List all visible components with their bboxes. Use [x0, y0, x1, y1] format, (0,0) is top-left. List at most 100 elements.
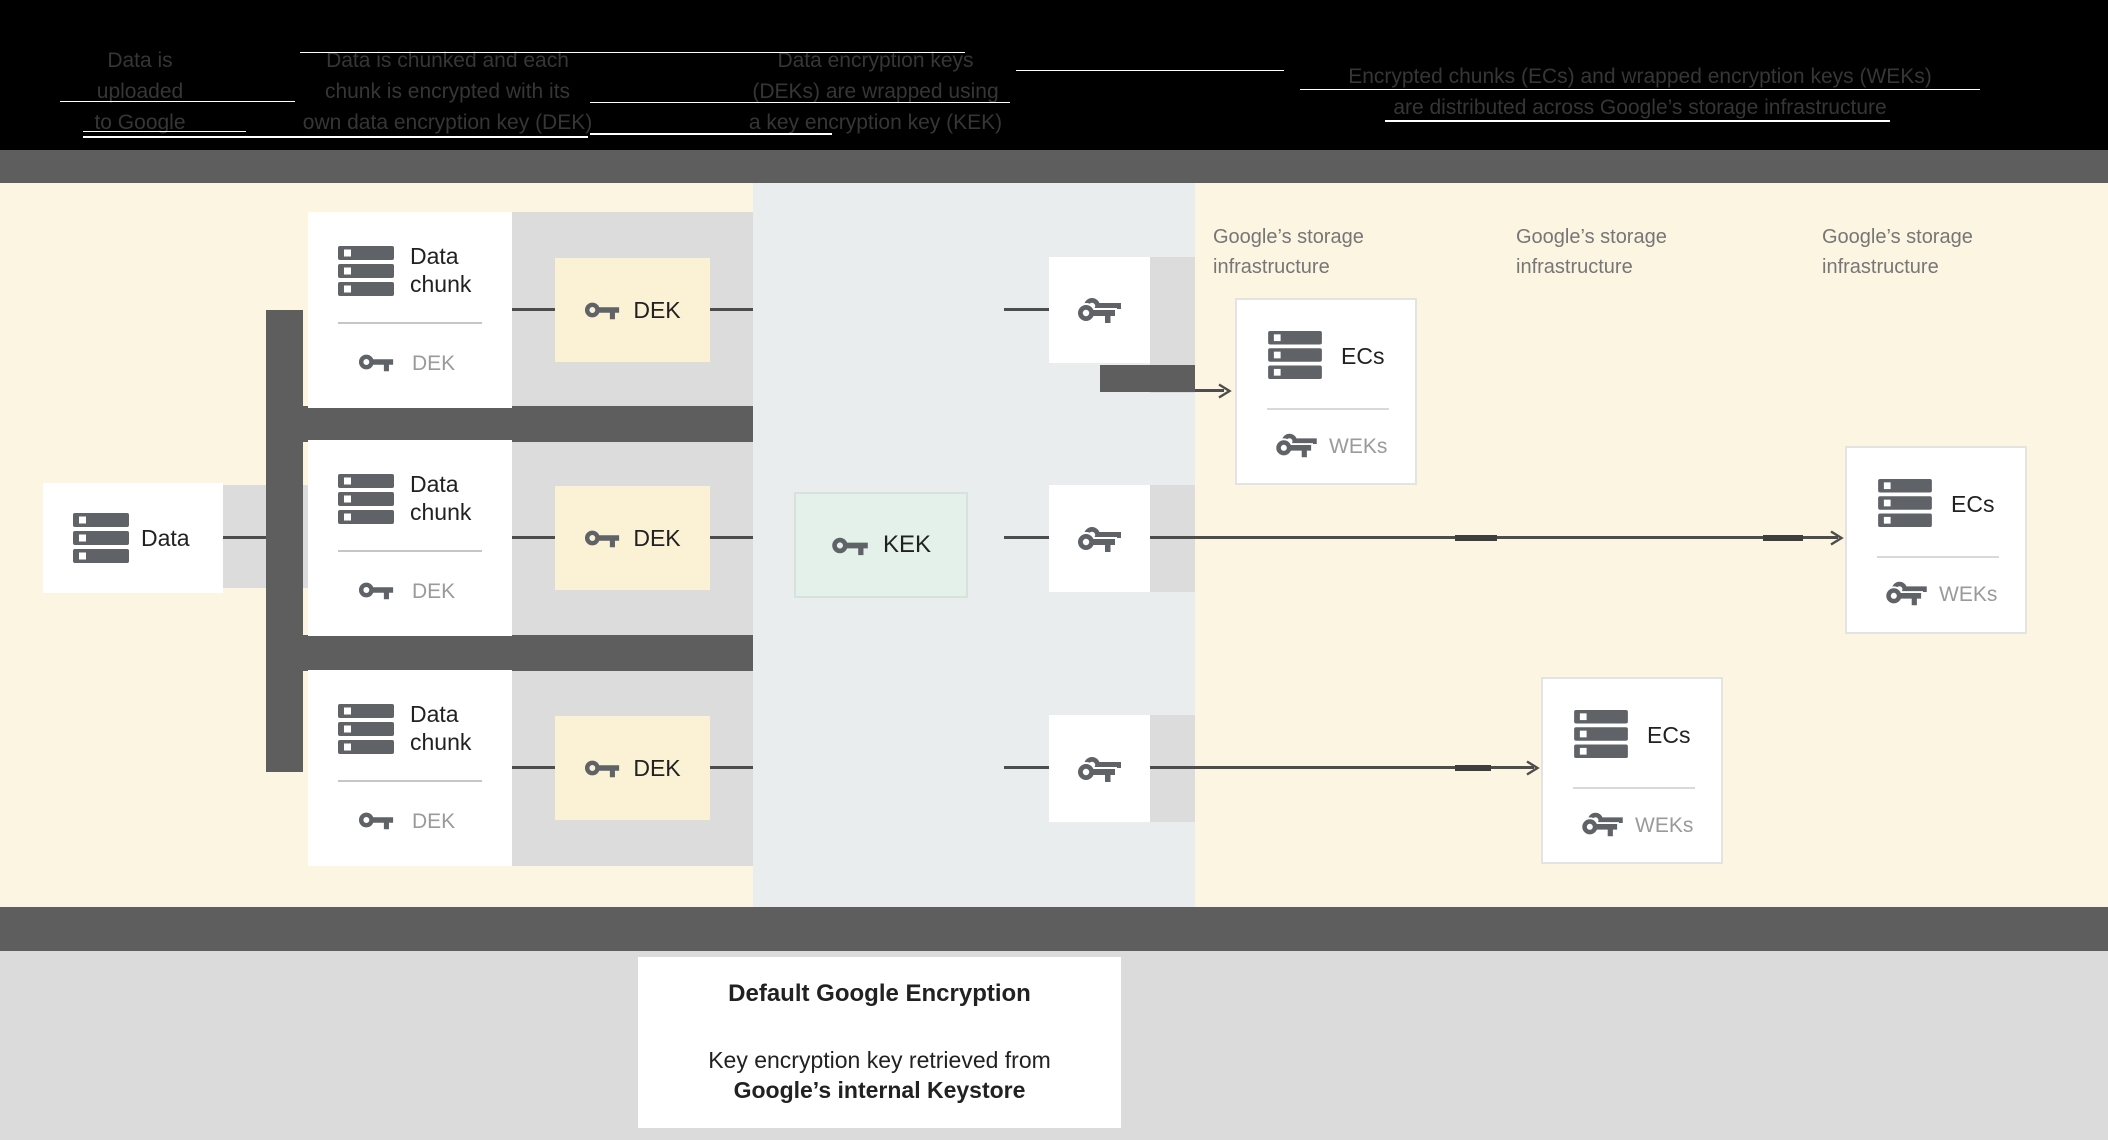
header-step-1-line: to Google	[94, 111, 186, 134]
connector-line	[512, 536, 555, 539]
header-step-4-line: Encrypted chunks (ECs) and wrapped encry…	[1348, 65, 1932, 88]
connector-line	[512, 766, 555, 769]
double-key-icon	[1077, 752, 1123, 786]
caption-line2: Google’s internal Keystore	[733, 1077, 1026, 1103]
wrapped-key-card	[1049, 485, 1150, 592]
data-stack-icon	[1573, 710, 1629, 758]
ec-card-title: ECs	[1647, 722, 1691, 748]
wrapped-key-card	[1049, 715, 1150, 822]
key-icon	[584, 526, 621, 550]
connector-line	[1004, 536, 1049, 539]
data-chunk-title-line: chunk	[410, 271, 472, 297]
key-icon	[584, 298, 621, 322]
dek-box: DEK	[555, 486, 710, 590]
double-key-icon	[1885, 577, 1929, 609]
arrow-dash	[1455, 765, 1491, 771]
header-step-2-line: chunk is encrypted with its	[324, 80, 571, 103]
storage-label-line: infrastructure	[1822, 256, 1939, 278]
connector-line	[710, 536, 753, 539]
data-chunk-card: Data chunk DEK	[308, 212, 512, 408]
storage-label-line: infrastructure	[1213, 256, 1330, 278]
ec-card-title: ECs	[1341, 343, 1385, 369]
header-step-3-line: Data encryption keys	[777, 49, 974, 72]
divider	[338, 322, 482, 324]
storage-infrastructure-label: Google’s storage infrastructure	[1516, 222, 1667, 282]
key-icon	[358, 578, 395, 602]
dek-label: DEK	[412, 352, 456, 375]
storage-label-line: Google’s storage	[1822, 226, 1973, 248]
header-step-1: Data is uploaded to Google	[55, 45, 225, 138]
header-artifact-line	[300, 136, 588, 138]
storage-label-line: Google’s storage	[1213, 226, 1364, 248]
ec-card-title: ECs	[1951, 491, 1995, 517]
connector-line	[223, 536, 266, 539]
data-stack-icon	[338, 704, 394, 754]
caption-line1: Key encryption key retrieved from	[708, 1047, 1051, 1073]
connector-line	[1004, 766, 1049, 769]
header-artifact-line	[83, 136, 373, 138]
header-step-2-line: own data encryption key (DEK)	[302, 111, 593, 134]
header-step-1-line: Data is	[107, 49, 173, 72]
data-stack-icon	[1267, 331, 1323, 379]
divider	[1877, 556, 1999, 558]
header-artifact-line	[590, 102, 1010, 103]
double-key-icon	[1275, 429, 1319, 461]
data-stack-icon	[1877, 479, 1933, 527]
top-divider-bar	[0, 150, 2108, 183]
weks-label: WEKs	[1329, 435, 1388, 458]
weks-label: WEKs	[1635, 814, 1694, 837]
ec-card: ECs WEKs	[1235, 298, 1417, 485]
dek-label: DEK	[412, 580, 456, 603]
caption-box: Default Google Encryption Key encryption…	[638, 957, 1121, 1128]
weks-label: WEKs	[1939, 583, 1998, 606]
arrow-line	[1195, 389, 1224, 392]
header-step-2: Data is chunked and each chunk is encryp…	[295, 45, 600, 138]
key-icon	[358, 350, 395, 374]
trunk-bar	[266, 310, 303, 772]
arrow-dash	[1763, 535, 1803, 541]
connector-line	[1004, 308, 1049, 311]
header-artifact-line	[60, 101, 295, 102]
packet-connector	[1100, 365, 1195, 392]
ec-card: ECs WEKs	[1541, 677, 1723, 864]
data-chunk-card: Data chunk DEK	[308, 440, 512, 636]
data-chunk-title: Data chunk	[410, 242, 471, 298]
key-icon	[584, 756, 621, 780]
horizontal-pipe	[266, 406, 753, 442]
divider	[1573, 787, 1695, 789]
header-step-3-line: a key encryption key (KEK)	[748, 111, 1003, 134]
header-step-2-line: Data is chunked and each	[326, 49, 569, 72]
storage-infrastructure-label: Google’s storage infrastructure	[1822, 222, 1973, 282]
wrapped-key-card	[1049, 257, 1150, 363]
key-icon	[358, 808, 395, 832]
header-step-3-line: (DEKs) are wrapped using	[752, 80, 999, 103]
data-chunk-title-line: Data	[410, 243, 459, 269]
key-icon	[831, 533, 870, 558]
data-chunk-card: Data chunk DEK	[308, 670, 512, 866]
chevron-right-icon	[1216, 382, 1232, 400]
header-step-4: Encrypted chunks (ECs) and wrapped encry…	[1300, 61, 1980, 123]
data-chunk-title: Data chunk	[410, 700, 471, 756]
chevron-right-icon	[1524, 759, 1540, 777]
data-chunk-title-line: chunk	[410, 499, 472, 525]
dek-box-label: DEK	[633, 296, 681, 323]
header-artifact-line	[1300, 89, 1980, 90]
divider	[338, 550, 482, 552]
data-box: Data	[43, 483, 223, 593]
storage-label-line: Google’s storage	[1516, 226, 1667, 248]
data-chunk-title-line: Data	[410, 701, 459, 727]
data-box-label: Data	[141, 525, 190, 551]
kek-box: KEK	[794, 492, 968, 598]
header-step-1-line: uploaded	[96, 80, 184, 103]
bottom-divider-bar	[0, 907, 2108, 951]
divider	[1267, 408, 1389, 410]
header-artifact-line	[83, 131, 246, 132]
storage-infrastructure-label: Google’s storage infrastructure	[1213, 222, 1364, 282]
divider	[338, 780, 482, 782]
header-artifact-line	[1385, 120, 1890, 122]
header-artifact-line	[1016, 70, 1284, 71]
data-stack-icon	[338, 246, 394, 296]
header-step-4-line: are distributed across Google’s storage …	[1393, 96, 1887, 119]
connector-line	[512, 308, 555, 311]
